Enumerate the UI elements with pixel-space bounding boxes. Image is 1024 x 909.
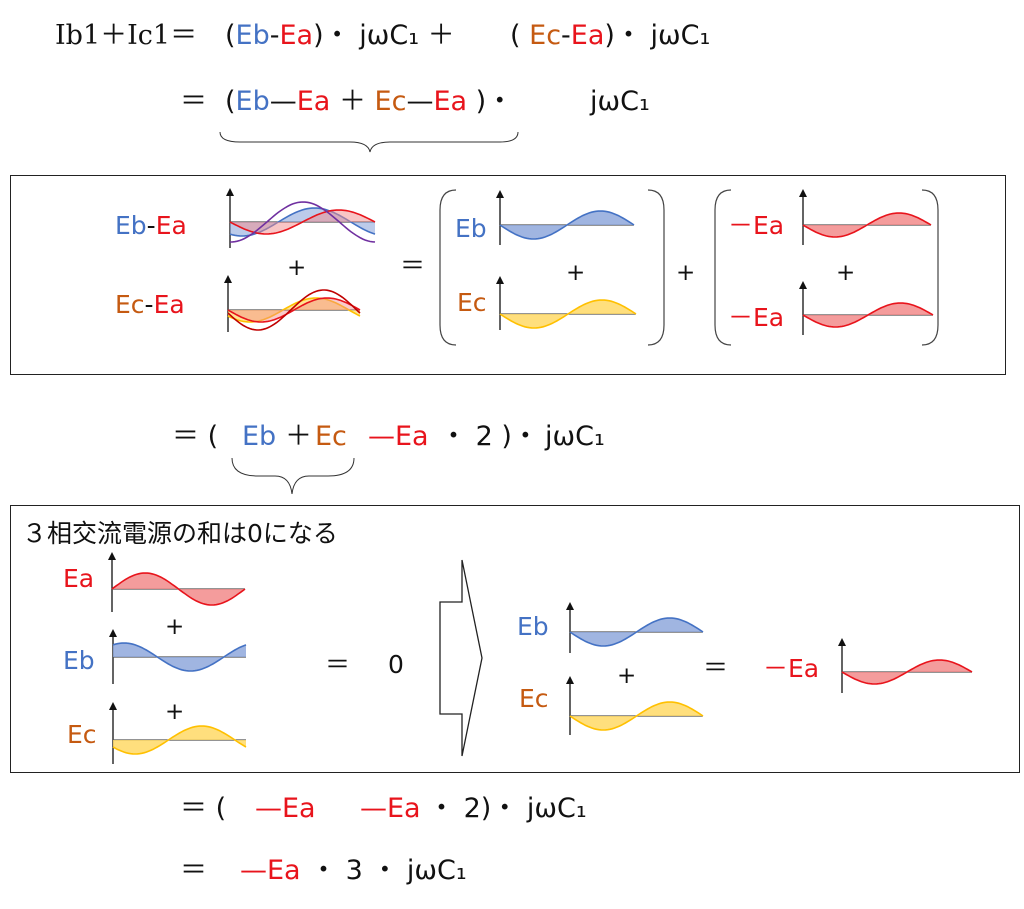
eq1-open1: (	[225, 20, 236, 51]
box2-plus1: +	[165, 614, 185, 640]
wave-paren1-ec	[499, 299, 637, 329]
wave-ec-minus-ea	[227, 289, 361, 331]
box2-right-ec: Ec	[519, 684, 549, 713]
eq4-neg-ea2: —Ea	[360, 793, 421, 824]
paren2-plus: +	[836, 260, 856, 286]
ec-minus-ea-ec: Ec	[115, 290, 145, 319]
box2-eb-label: Eb	[63, 646, 95, 675]
eq3-jwc: jωC₁	[545, 421, 605, 452]
eq1-lhs: Ib1＋Ic1＝	[55, 20, 198, 51]
box2-neg-ea: －Ea	[763, 654, 820, 683]
ec-minus-ea-ea: Ea	[153, 290, 185, 319]
wave-paren1-eb	[499, 210, 635, 240]
wave-box2-right-ec	[569, 701, 704, 731]
eq3-ec: Ec	[315, 421, 347, 452]
eq2-open: (	[225, 86, 236, 117]
box1-plus-left: +	[287, 255, 307, 281]
three-phase-title: ３相交流電源の和は0になる	[22, 519, 338, 548]
eb-minus-ea-ea: Ea	[155, 211, 187, 240]
eq1-close1: )・ jωC₁ ＋	[313, 20, 455, 51]
eq2-plus: ＋	[338, 86, 366, 117]
eb-minus-ea-eb: Eb	[115, 211, 147, 240]
between-plus: +	[676, 260, 696, 286]
eq1-ec: Ec	[529, 20, 562, 51]
eq2-ec: Ec	[374, 86, 407, 117]
box2-ea-label: Ea	[63, 564, 95, 593]
paren2-neg-ea-top: －Ea	[728, 211, 785, 240]
eq3-eb: Eb	[242, 421, 277, 452]
big-right-arrow-icon	[439, 559, 483, 757]
eq2-ea: Ea	[296, 86, 331, 117]
ec-minus-ea-label: Ec-Ea	[115, 292, 185, 317]
eq2-eq: ＝	[180, 86, 207, 117]
eq1-open2: (	[510, 20, 521, 51]
wave-box2-neg-ea	[841, 659, 973, 685]
eq1-dash2: -	[561, 20, 571, 51]
eq2-jwc: jωC₁	[590, 86, 650, 117]
three-phase-sum-box	[10, 505, 1020, 773]
eq3-open: ＝ (	[172, 421, 219, 452]
eq2-ea2: Ea	[433, 86, 468, 117]
eq3-plus: ＋	[285, 421, 312, 452]
box2-right-eb: Eb	[517, 612, 549, 641]
wave-box2-eb	[112, 642, 247, 672]
eq1-term2: ( Ec-Ea)・ jωC₁	[510, 22, 710, 49]
eq3-neg-ea: —Ea	[368, 421, 429, 452]
eb-minus-ea-label: Eb-Ea	[115, 213, 187, 238]
eq4-neg-ea1: —Ea	[255, 793, 316, 824]
eq1-dash: -	[269, 20, 280, 51]
brace-under-eq2	[219, 131, 519, 153]
eq1-close2: )・ jωC₁	[604, 20, 711, 51]
wave-paren2-ea-bottom	[802, 302, 934, 328]
paren1-ec-label: Ec	[457, 288, 487, 317]
paren2-left	[714, 189, 732, 346]
eq3-times2: ・ 2 )・	[440, 421, 539, 452]
box2-ec-label: Ec	[67, 720, 97, 749]
paren1-right	[647, 189, 665, 346]
eq2-close: )・	[475, 86, 514, 117]
brace-under-eq3	[231, 457, 355, 495]
wave-box2-ea	[111, 572, 246, 606]
box2-plus2: +	[165, 699, 185, 725]
eq1-ea: Ea	[279, 20, 314, 51]
eq2-minus1: —	[269, 86, 297, 117]
axes-box2-ec	[109, 702, 246, 764]
eq2-eb: Eb	[235, 86, 270, 117]
decomposition-box	[10, 175, 1006, 375]
ec-minus-ea-dash: -	[144, 290, 154, 319]
eq4-open: ＝ (	[180, 793, 227, 824]
box1-equals: ＝	[400, 251, 426, 280]
paren2-neg-ea-bottom: －Ea	[728, 303, 785, 332]
box2-equals-zero: ＝	[325, 650, 351, 679]
box2-zero: 0	[388, 650, 404, 679]
eq1-ea2: Ea	[570, 20, 605, 51]
paren1-left	[439, 189, 457, 346]
eb-minus-ea-dash: -	[146, 211, 156, 240]
paren1-eb-label: Eb	[455, 214, 487, 243]
eq2-minus2: —	[406, 86, 434, 117]
wave-box2-ec	[112, 725, 247, 755]
eq5-rest: ・ 3 ・ jωC₁	[310, 855, 467, 886]
wave-paren2-ea-top	[802, 212, 932, 238]
wave-box2-right-eb	[569, 617, 704, 647]
eq5-eq: ＝	[180, 855, 207, 886]
paren2-right	[921, 189, 939, 346]
eq4-rest: ・ 2)・ jωC₁	[428, 793, 587, 824]
wave-ea-component-2	[227, 297, 361, 323]
eq1-eb: Eb	[235, 20, 270, 51]
paren1-plus: +	[566, 260, 586, 286]
eq5-neg-ea: —Ea	[240, 855, 301, 886]
eq1-term1: (Eb-Ea)・ jωC₁ ＋	[225, 22, 455, 49]
box2-right-plus: +	[617, 663, 637, 689]
wave-eb-minus-ea	[229, 201, 376, 243]
eq2-expr: (Eb—Ea ＋ Ec—Ea )・	[225, 88, 513, 115]
box2-right-equals: ＝	[703, 653, 729, 682]
